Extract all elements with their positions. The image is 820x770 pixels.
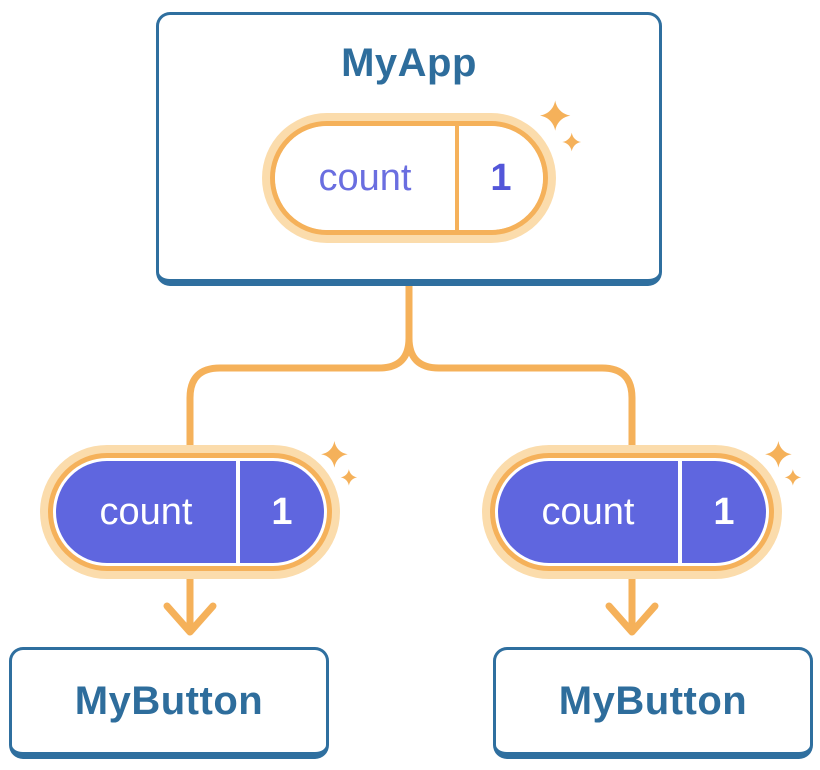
- arrow-right-head: [605, 602, 659, 636]
- branch-right-line: [405, 280, 636, 456]
- state-pill-core: count 1: [275, 126, 543, 230]
- branch-left-line: [186, 280, 413, 456]
- mybutton-card-left: MyButton: [9, 647, 329, 759]
- state-pill-ring: count 1: [270, 121, 548, 235]
- state-pill-myapp: count 1: [262, 113, 556, 243]
- mybutton-title: MyButton: [558, 678, 748, 723]
- prop-pill-ring: count 1: [48, 453, 332, 571]
- prop-pill-right: count 1: [482, 445, 782, 579]
- arrow-left-head: [163, 602, 217, 636]
- state-name-label: count: [318, 156, 412, 199]
- prop-pill-core: count 1: [56, 461, 324, 563]
- pill-divider: [236, 461, 240, 563]
- state-value-label: 1: [490, 156, 512, 199]
- prop-value-label: 1: [713, 490, 735, 533]
- myapp-title: MyApp: [341, 41, 477, 85]
- prop-pill-ring: count 1: [490, 453, 774, 571]
- prop-pill-core: count 1: [498, 461, 766, 563]
- prop-name-label: count: [99, 490, 193, 533]
- prop-name-label: count: [541, 490, 635, 533]
- mybutton-card-right: MyButton: [493, 647, 813, 759]
- pill-divider: [455, 126, 459, 230]
- prop-value-label: 1: [271, 490, 293, 533]
- prop-pill-left: count 1: [40, 445, 340, 579]
- pill-divider: [678, 461, 682, 563]
- mybutton-title: MyButton: [74, 678, 264, 723]
